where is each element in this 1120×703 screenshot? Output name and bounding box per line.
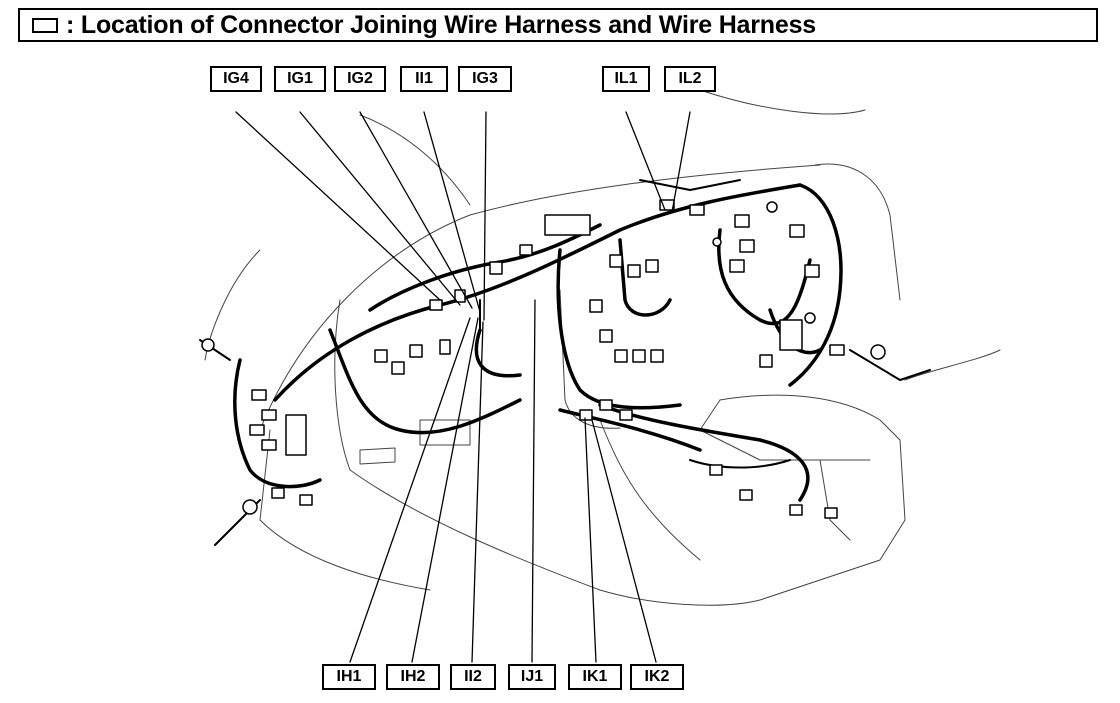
connector-label-ig3: IG3	[458, 66, 512, 92]
connector-label-ii1: II1	[400, 66, 448, 92]
connector-label-ig4: IG4	[210, 66, 262, 92]
connector-label-ik1: IK1	[568, 664, 622, 690]
connector-symbol-icon	[32, 17, 58, 33]
diagram-title-bar: : Location of Connector Joining Wire Har…	[18, 8, 1098, 42]
connector-label-il1: IL1	[602, 66, 650, 92]
connector-label-ih2: IH2	[386, 664, 440, 690]
connector-label-ij1: IJ1	[508, 664, 556, 690]
connector-label-ih1: IH1	[322, 664, 376, 690]
connector-label-ig2: IG2	[334, 66, 386, 92]
diagram-title: : Location of Connector Joining Wire Har…	[66, 10, 816, 39]
connector-label-ii2: II2	[450, 664, 496, 690]
connector-label-ig1: IG1	[274, 66, 326, 92]
connector-label-ik2: IK2	[630, 664, 684, 690]
connector-label-il2: IL2	[664, 66, 716, 92]
